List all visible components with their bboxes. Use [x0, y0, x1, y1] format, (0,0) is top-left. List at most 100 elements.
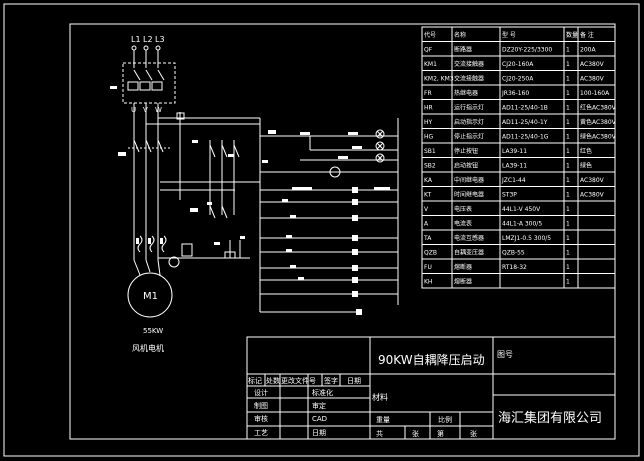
sign-row-label: 审核 — [254, 414, 268, 423]
bom-cell: HR — [424, 105, 433, 112]
bom-cell: ST3P — [502, 192, 517, 199]
bom-cell: FR — [424, 90, 432, 97]
bom-header-cell: 名称 — [454, 31, 466, 39]
phase-label-l2: L2 — [143, 35, 153, 44]
motor-symbol: M1 — [143, 291, 158, 302]
motor-power: 55KW — [143, 327, 163, 335]
bom-cell: 1 — [566, 163, 570, 170]
bom-cell: 1 — [566, 61, 570, 68]
bom-cell: 红色 — [580, 147, 592, 155]
bom-cell: 1 — [566, 192, 570, 199]
bom-cell: 1 — [566, 119, 570, 126]
bom-cell: AD11-25/40-1Y — [502, 119, 548, 126]
bom-cell: 运行指示灯 — [454, 104, 484, 112]
scale-label: 比例 — [438, 415, 452, 424]
bom-cell: 1 — [566, 105, 570, 112]
bom-cell: 1 — [566, 76, 570, 83]
rev-header: 更改文件号 — [281, 376, 316, 385]
rev-header: 签字 — [324, 376, 338, 385]
bom-cell: 1 — [566, 279, 570, 286]
bom-cell: 44L1-A 300/5 — [502, 221, 542, 228]
bom-cell: SB1 — [424, 148, 436, 155]
control-circuit — [259, 118, 399, 315]
bom-cell: 熔断器 — [454, 278, 472, 286]
motor-m1 — [127, 272, 173, 318]
bom-cell: HY — [424, 119, 433, 126]
bom-header-cell: 备 注 — [580, 31, 594, 39]
bom-cell: LA39-11 — [502, 163, 527, 170]
breaker-qf — [122, 62, 176, 104]
bom-header-cell: 代号 — [424, 31, 436, 39]
bom-cell: TA — [423, 235, 432, 242]
bom-cell: AC380V — [580, 192, 605, 199]
bom-cell: FU — [424, 264, 432, 271]
sign-row-label: 标准化 — [312, 388, 333, 397]
bom-cell: JZC1-44 — [501, 177, 526, 184]
bom-cell: 1 — [566, 47, 570, 54]
bom-cell: KH — [424, 279, 432, 286]
sign-row-label: 制图 — [254, 401, 268, 410]
bom-cell: KA — [424, 177, 433, 184]
bom-cell: KT — [424, 192, 431, 199]
bom-cell: LA39-11 — [502, 148, 527, 155]
weight-label: 重量 — [376, 416, 390, 424]
bom-cell: 1 — [566, 264, 570, 271]
bom-header-cell: 型 号 — [502, 31, 516, 39]
bom-cell: 停止指示灯 — [454, 133, 484, 141]
bom-cell: 电压表 — [454, 205, 472, 213]
sign-row-label: 设计 — [254, 388, 268, 397]
bom-header-cell: 数量 — [566, 31, 578, 39]
motor-name: 风机电机 — [132, 343, 164, 353]
sign-row-label: 工艺 — [254, 429, 268, 437]
bom-cell: 交流接触器 — [454, 60, 484, 68]
ammeter-symbol — [168, 256, 180, 268]
material-label: 材料 — [372, 392, 388, 402]
bom-cell: JR36-160 — [501, 90, 529, 97]
bom-cell: 1 — [566, 90, 570, 97]
bom-cell: QF — [424, 47, 433, 54]
bom-cell: HG — [424, 134, 434, 141]
bom-cell: 熔断器 — [454, 263, 472, 271]
bom-cell: 断路器 — [454, 46, 472, 54]
bom-cell: 1 — [566, 134, 570, 141]
phase-label-l1: L1 — [131, 35, 141, 44]
bom-cell: 启动指示灯 — [454, 118, 484, 126]
bom-cell: 自耦变压器 — [454, 249, 484, 257]
bom-cell: 绿色 — [580, 162, 592, 170]
bom-cell: 黄色AC380V — [580, 118, 617, 126]
sheet-no-label: 第 — [437, 429, 444, 438]
bom-cell: AD11-25/40-1B — [502, 105, 548, 112]
lamp-hy — [375, 141, 385, 151]
sign-row-label: CAD — [312, 415, 327, 423]
company-name: 海汇集团有限公司 — [498, 410, 602, 426]
bom-cell: AC380V — [580, 76, 605, 83]
drawing-no-label: 图号 — [497, 350, 513, 359]
bom-cell: AC380V — [580, 177, 605, 184]
bom-cell: QZB-55 — [502, 250, 525, 257]
sign-row-label: 审定 — [312, 401, 326, 410]
lamp-hr — [375, 129, 385, 139]
bom-cell: QZB — [424, 250, 437, 257]
bom-cell: 中间继电器 — [454, 176, 484, 184]
power-circuit: L1 L2 L3 U V W — [110, 35, 260, 353]
outer-border — [3, 3, 640, 457]
bom-cell: 1 — [566, 148, 570, 155]
bom-cell: LMZJ1-0.5 300/5 — [502, 235, 551, 242]
bom-cell: 44L1-V 450V — [502, 206, 541, 213]
bom-cell: SB2 — [424, 163, 436, 170]
sheet-unit-a: 张 — [412, 429, 419, 438]
bom-cell: 1 — [566, 235, 570, 242]
lamp-hg — [375, 153, 385, 163]
bom-cell: V — [424, 206, 429, 213]
rev-header: 日期 — [347, 377, 361, 385]
bom-cell: KM1 — [424, 61, 437, 68]
sheet-total-label: 共 — [376, 429, 383, 438]
bom-cell: 200A — [580, 47, 596, 54]
bom-cell: A — [424, 221, 429, 228]
bom-cell: 热继电器 — [454, 89, 478, 97]
bom-cell: CJ20-250A — [502, 76, 534, 83]
rev-header: 标记 — [248, 376, 262, 385]
bom-cell: 启动按钮 — [454, 162, 478, 170]
